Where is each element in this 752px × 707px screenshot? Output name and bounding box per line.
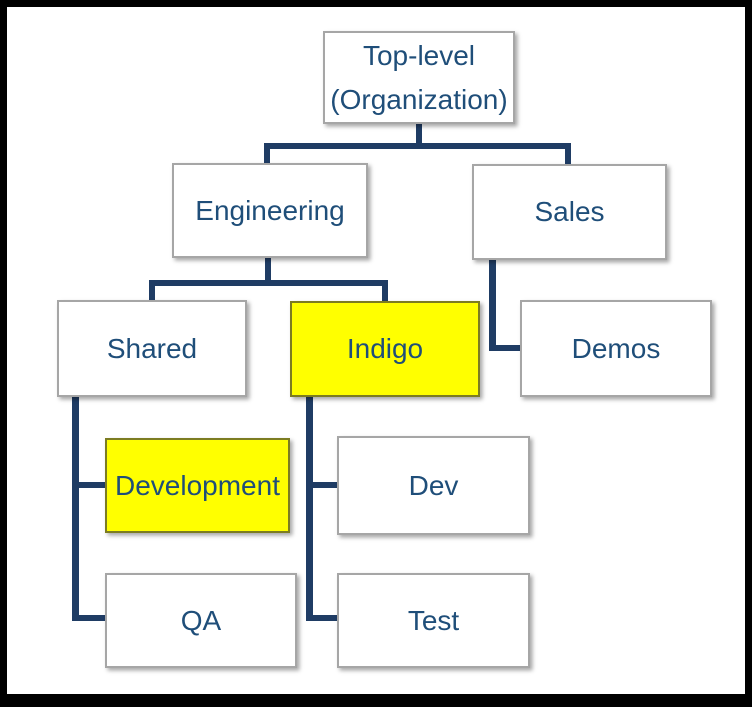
connector-drop-engineering — [264, 143, 270, 165]
node-shared-label: Shared — [106, 332, 198, 364]
connector-sales-demos-vertical — [489, 258, 496, 351]
node-top-level-line1: Top-level — [362, 39, 476, 71]
node-indigo-label: Indigo — [346, 333, 424, 364]
connector-drop-indigo — [382, 280, 388, 303]
connector-indigo-dev-stub — [310, 482, 337, 488]
node-demos: Demos — [520, 300, 712, 397]
connector-shared-qa-horizontal — [72, 615, 105, 621]
node-engineering-label: Engineering — [195, 194, 345, 226]
connector-engineering-stem — [265, 257, 271, 286]
node-indigo: Indigo — [290, 301, 480, 397]
connector-indigo-test-horizontal — [306, 615, 337, 621]
connector-indigo-vertical — [306, 395, 313, 621]
node-top-level: Top-level (Organization) — [323, 31, 515, 124]
connector-drop-shared — [149, 280, 155, 302]
connector-toplevel-stem — [416, 124, 422, 145]
connector-drop-sales — [565, 143, 571, 166]
node-sales: Sales — [472, 164, 667, 260]
node-qa-label: QA — [180, 604, 222, 636]
node-engineering: Engineering — [172, 163, 368, 258]
connector-sales-demos-horizontal — [489, 345, 520, 351]
connector-shared-vertical — [72, 395, 79, 621]
node-test: Test — [337, 573, 530, 668]
node-demos-label: Demos — [571, 332, 661, 364]
node-dev: Dev — [337, 436, 530, 535]
node-dev-label: Dev — [408, 469, 459, 501]
node-test-label: Test — [407, 604, 460, 636]
node-top-level-line2: (Organization) — [330, 83, 508, 115]
node-development-label: Development — [115, 469, 280, 501]
connector-level1-rail — [264, 143, 571, 149]
connector-level2-rail — [149, 280, 388, 286]
node-development: Development — [105, 438, 290, 533]
node-sales-label: Sales — [534, 196, 605, 227]
connector-shared-development-stub — [75, 482, 105, 488]
node-qa: QA — [105, 573, 297, 668]
node-shared: Shared — [57, 300, 247, 397]
